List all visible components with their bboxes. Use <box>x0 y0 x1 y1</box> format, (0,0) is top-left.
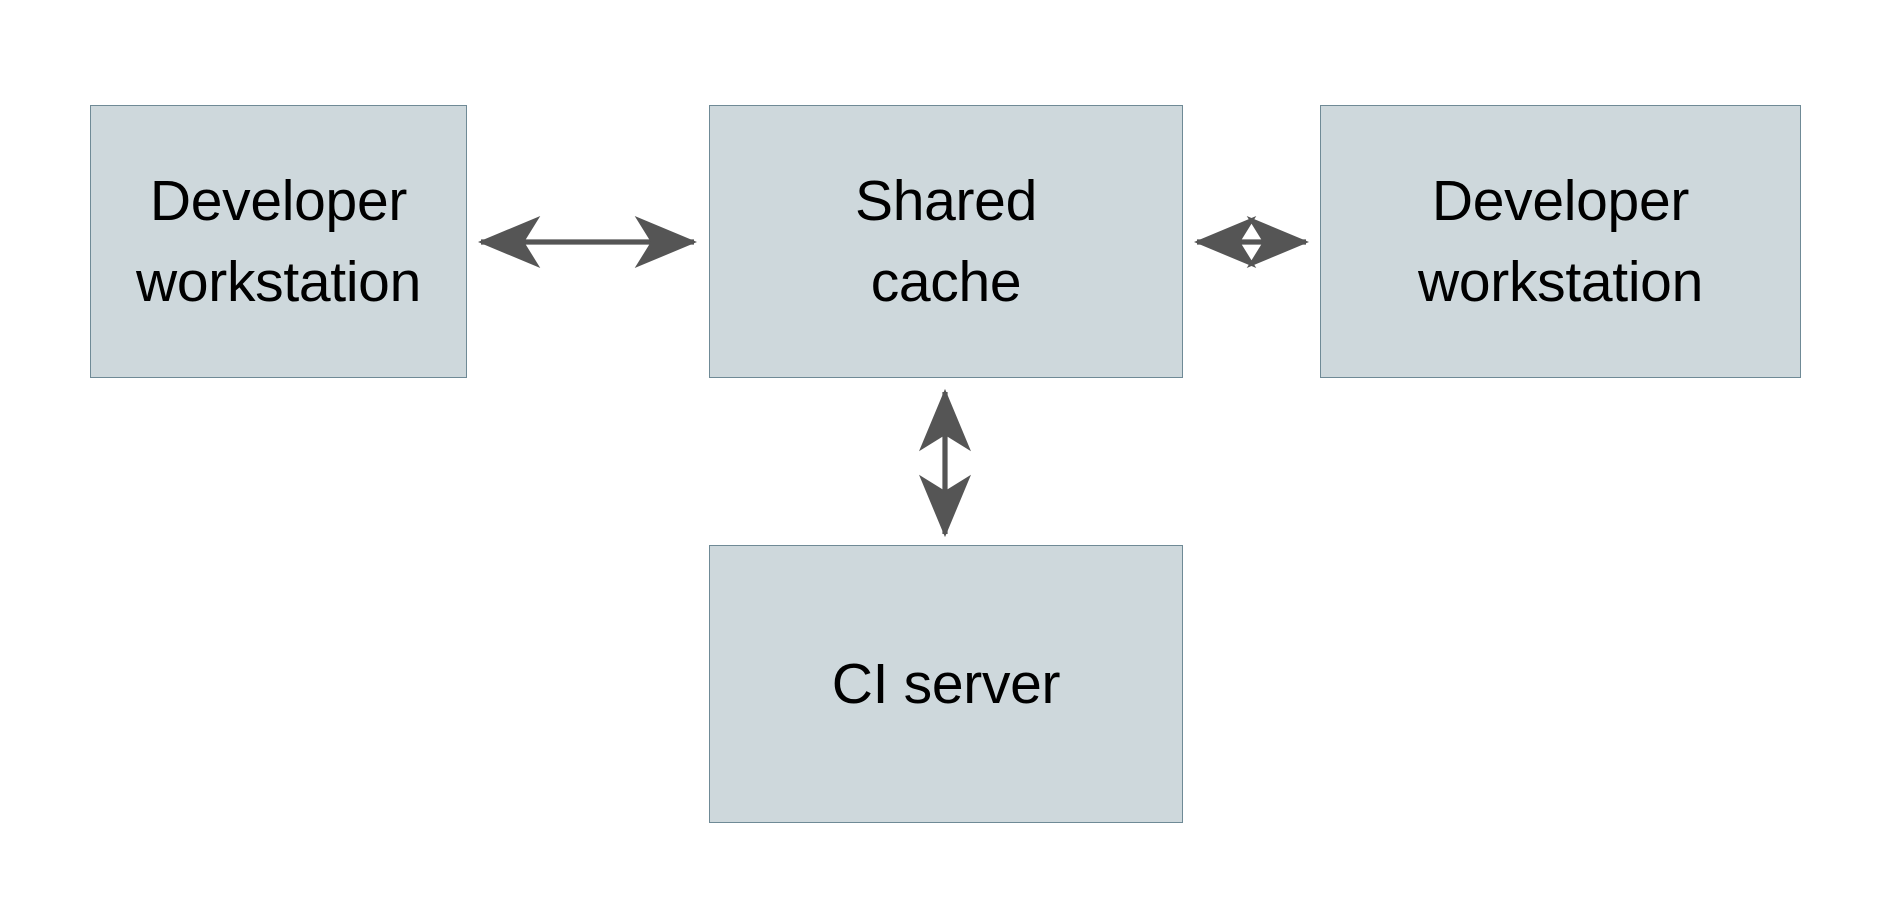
node-label-ci-server: CI server <box>831 651 1061 716</box>
node-label-developer-workstation-left: Developer workstation <box>136 168 421 314</box>
node-shared-cache[interactable]: Shared cache <box>709 105 1183 378</box>
node-ci-server[interactable]: CI server <box>709 545 1183 823</box>
node-developer-workstation-right[interactable]: Developer workstation <box>1320 105 1801 378</box>
node-label-developer-workstation-right: Developer workstation <box>1418 168 1703 314</box>
node-label-shared-cache: Shared cache <box>854 168 1037 314</box>
node-developer-workstation-left[interactable]: Developer workstation <box>90 105 467 378</box>
